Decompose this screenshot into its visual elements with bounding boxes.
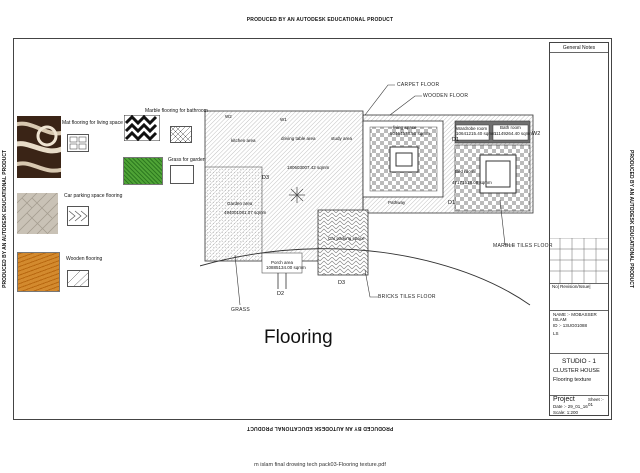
plan-bath: Bath room [500, 125, 521, 130]
revision-grid [550, 238, 608, 283]
plan-bed: Bed room [455, 169, 475, 174]
general-notes-label: General Notes [562, 45, 596, 51]
plan-d3-left: D3 [262, 175, 270, 181]
plan-d3-bottom: D3 [338, 280, 346, 286]
left-watermark: PRODUCED BY AN AUTODESK EDUCATIONAL PROD… [2, 150, 8, 288]
callout-leaders [234, 84, 515, 306]
subject-label: Flooring texture [553, 377, 592, 383]
car-pattern-icon [67, 206, 89, 226]
plan-wardrobe: Wardrobe room [456, 126, 488, 131]
callout-wooden: WOODEN FLOOR [423, 93, 469, 99]
grass-label: Grass for garden [168, 157, 206, 163]
student-ls: LS [553, 331, 559, 336]
plan-bath-area: 11149264.40 sqmm [494, 131, 534, 136]
grass-pattern-icon [170, 165, 194, 184]
mat-label: Mat flooring for living space [62, 120, 123, 126]
callout-marble: MARBLE TILES FLOOR [493, 243, 553, 249]
plan-garden: Garden area [227, 201, 253, 206]
plan-d1-bottom: D1 [448, 200, 456, 206]
title-block-divider [550, 310, 608, 311]
drawing-title: Flooring [264, 327, 333, 348]
title-block: General Notes No| Revision/Issue| NAME :… [549, 42, 609, 416]
plan-pathway: Pathway [388, 200, 406, 205]
studio-label: STUDIO - 1 [562, 358, 596, 365]
callout-bricks: BRICKS TILES FLOOR [378, 294, 436, 300]
bottom-watermark: PRODUCED BY AN AUTODESK EDUCATIONAL PROD… [246, 425, 394, 431]
title-block-divider [550, 283, 608, 284]
sheet-label: Sheet :- 01 [588, 397, 604, 407]
top-watermark: PRODUCED BY AN AUTODESK EDUCATIONAL PROD… [246, 17, 394, 23]
revision-header: No| Revision/Issue| [552, 284, 591, 289]
marble-pattern-icon [170, 126, 192, 143]
project-label: Project [553, 396, 575, 403]
student-id: ID :- 13UG01088 [553, 323, 588, 328]
plan-w2: W2 [225, 114, 232, 119]
title-block-divider [550, 52, 608, 53]
title-block-divider [550, 353, 608, 354]
footer-caption: m islam final drowing tech pack03-Floori… [254, 462, 386, 468]
plan-wardrobe-area: 10641215.40 sqmm [456, 131, 496, 136]
plan-dining: driving table area [281, 136, 316, 141]
callout-grass: GRASS [231, 307, 251, 313]
plan-bed-area: 47171518.08 sqmm [452, 180, 492, 185]
plan-d1-top: D1 [452, 137, 460, 143]
marble-swatch [124, 115, 160, 141]
plan-d2: D2 [277, 291, 285, 297]
plan-living: living space [393, 125, 417, 130]
wooden-pattern-icon [67, 270, 89, 287]
title-block-divider [550, 395, 608, 396]
floor-plan [200, 110, 534, 306]
plan-porch: Porch area [271, 260, 294, 265]
plan-w2-right: W2 [532, 131, 541, 137]
callout-carpet: CARPET FLOOR [397, 82, 440, 88]
plan-living-area: 50464578.50 sqmm [390, 131, 430, 136]
mat-pattern-icon [67, 134, 89, 152]
plan-kitchen: kitchen area [231, 138, 256, 143]
date-label: Date :- 29_01_16 [553, 404, 588, 409]
plan-porch-area: 10885134.00 sqmm [266, 265, 306, 270]
car-label: Car parking space flooring [64, 193, 123, 199]
cluster-label: CLUSTER HOUSE [553, 368, 600, 374]
plan-total-area: 180603007.42 sqmm [287, 165, 330, 170]
wooden-swatch [17, 252, 60, 292]
student-name: NAME :- MOBASSER ISLAM [553, 312, 597, 322]
grass-swatch [123, 157, 163, 185]
plan-garden-area: 494001081.07 sqmm [224, 210, 267, 215]
plan-study: study area [331, 136, 353, 141]
plan-w1: W1 [280, 117, 287, 122]
mat-swatch [17, 116, 61, 178]
wooden-label: Wooden flooring [66, 256, 103, 262]
right-watermark: PRODUCED BY AN AUTODESK EDUCATIONAL PROD… [628, 150, 634, 288]
marble-label: Marble flooring for bathroom [145, 108, 208, 114]
car-swatch [17, 193, 58, 234]
plan-parking: Car parking space [328, 236, 365, 241]
scale-label: Scale: 1:200 [553, 410, 579, 415]
